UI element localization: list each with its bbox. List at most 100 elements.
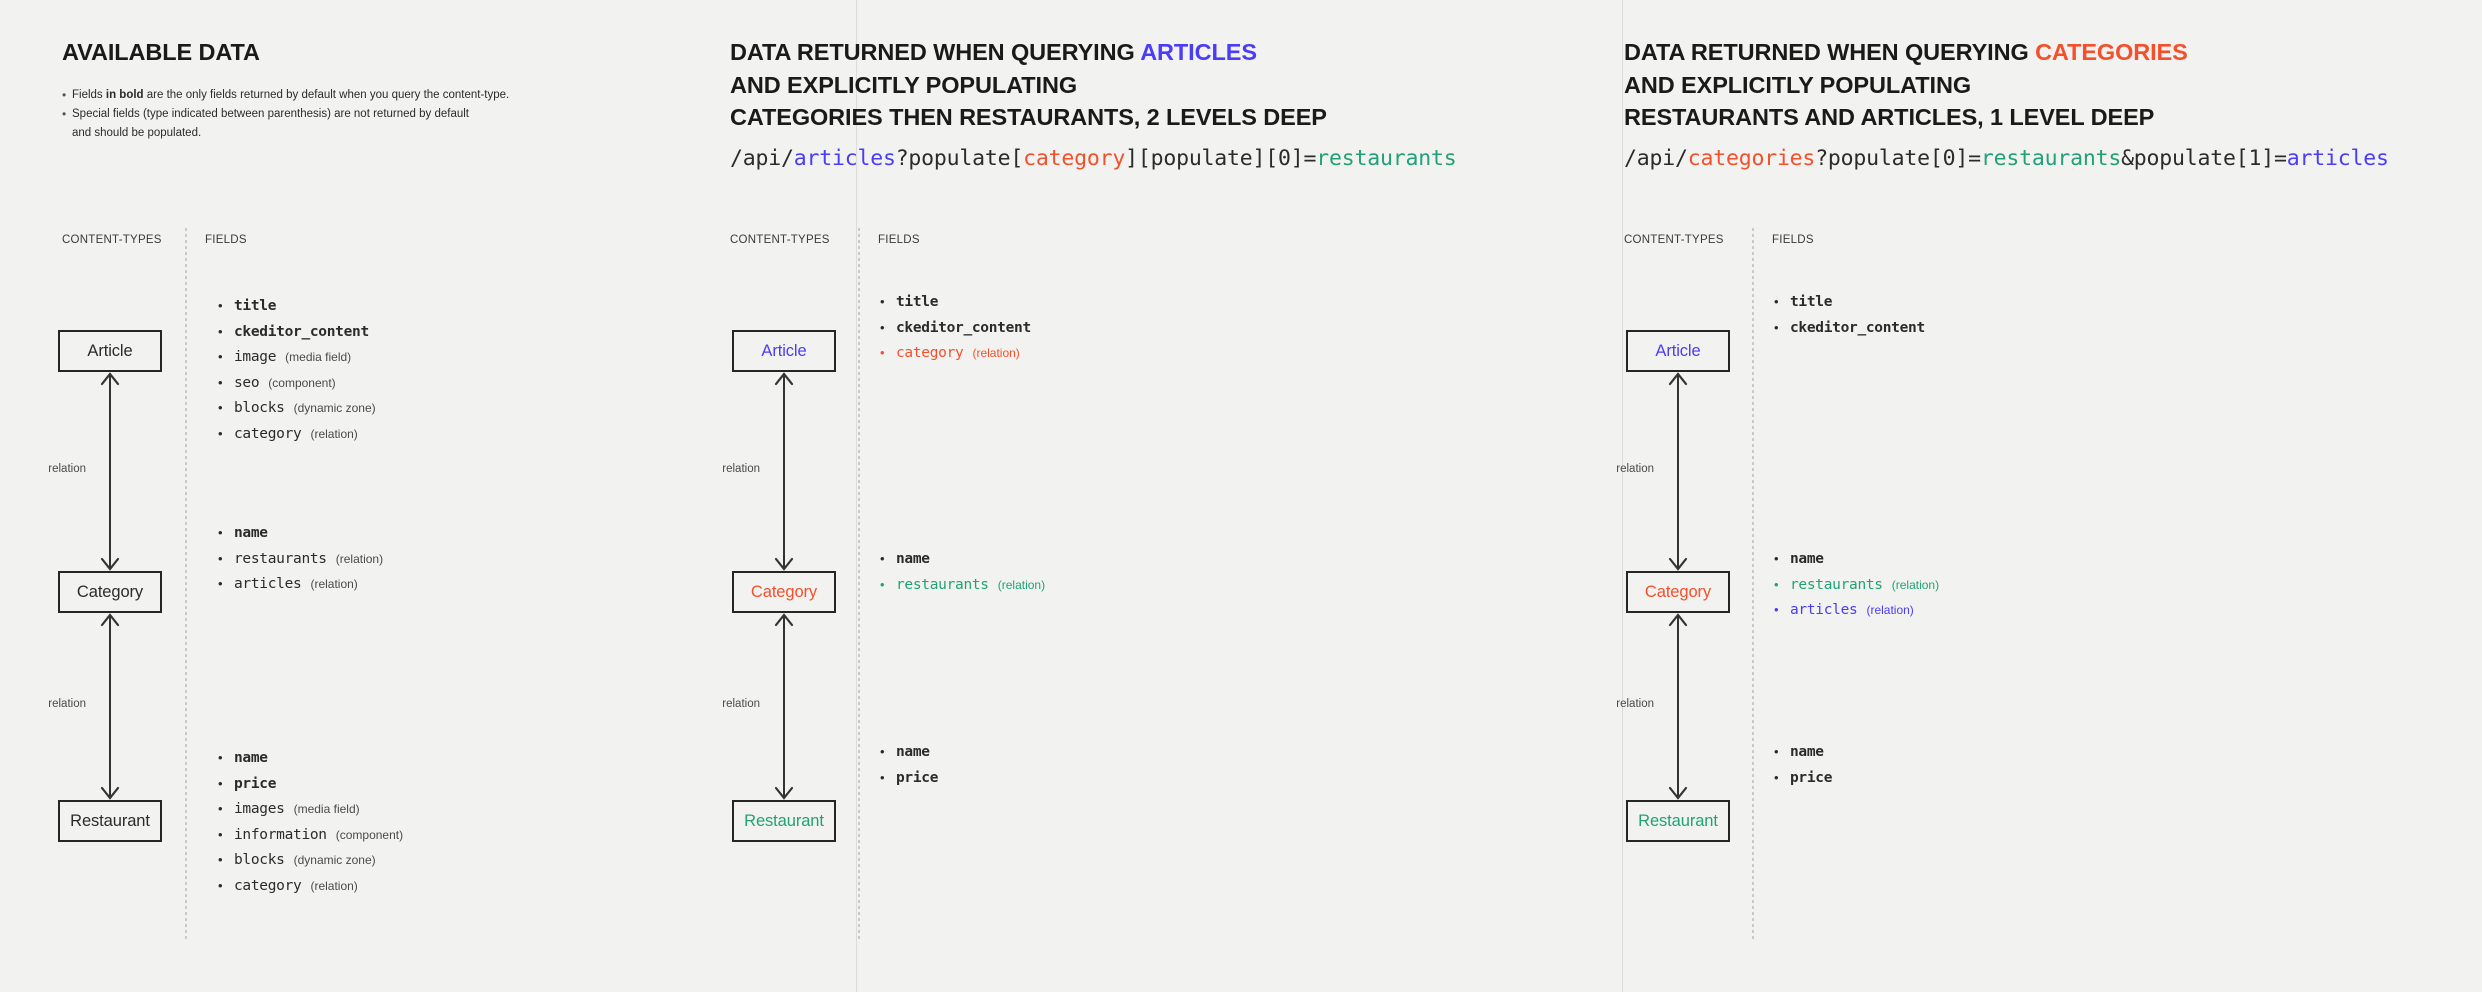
- field-name: restaurants: [234, 550, 327, 567]
- url-segment: ?populate[0]=: [1815, 146, 1981, 171]
- field-row: •articles(relation): [1774, 597, 1939, 623]
- column-label-fields: FIELDS: [205, 234, 247, 246]
- relation-connector: relation: [1616, 372, 1698, 571]
- relation-label: relation: [1616, 697, 1654, 710]
- heading-segment: AND EXPLICITLY POPULATING: [1624, 71, 1971, 98]
- field-type: (media field): [285, 350, 352, 364]
- bullet-icon: •: [218, 877, 223, 893]
- heading-segment: AVAILABLE DATA: [62, 39, 260, 65]
- url-segment: restaurants: [1980, 146, 2122, 171]
- field-type: (dynamic zone): [293, 853, 376, 867]
- heading-segment: AND EXPLICITLY POPULATING: [730, 71, 1077, 98]
- bullet-icon: •: [218, 801, 223, 816]
- field-row: •blocks(dynamic zone): [218, 395, 376, 421]
- field-type: (relation): [310, 577, 358, 591]
- field-name: articles: [1790, 602, 1858, 618]
- field-row: • ckeditor_content: [1774, 315, 1925, 341]
- field-type: (relation): [310, 878, 358, 893]
- field-name: title: [1790, 294, 1833, 310]
- content-type-box-article[interactable]: Article: [1626, 330, 1730, 372]
- bullet-icon: •: [1774, 576, 1779, 592]
- relation-label: relation: [48, 697, 86, 710]
- bullet-icon: •: [218, 400, 223, 415]
- bullet-icon: •: [1774, 294, 1779, 309]
- bullet-icon: •: [218, 750, 223, 765]
- content-type-box-category[interactable]: Category: [1626, 571, 1730, 613]
- relation-connector: relation: [48, 613, 130, 800]
- url-segment: categories: [1687, 146, 1816, 171]
- field-name: name: [1790, 551, 1824, 567]
- field-row: •price: [218, 771, 403, 797]
- field-name: name: [896, 551, 930, 567]
- field-list-article: • title • ckeditor_content: [1774, 289, 1925, 340]
- field-type: (component): [335, 827, 404, 842]
- field-name: image: [234, 349, 277, 365]
- bullet-icon: •: [880, 294, 885, 309]
- field-row: •restaurants(relation): [218, 546, 383, 572]
- heading-segment: DATA RETURNED WHEN QUERYING: [730, 39, 1141, 65]
- field-row: •name: [880, 739, 938, 765]
- field-name: ckeditor_content: [234, 323, 369, 340]
- bullet-icon: •: [218, 525, 223, 540]
- bullet-icon: •: [1774, 551, 1779, 566]
- content-type-box-restaurant[interactable]: Restaurant: [58, 800, 162, 842]
- field-name: restaurants: [1790, 576, 1883, 593]
- field-name: ckeditor_content: [1790, 319, 1925, 336]
- field-type: (relation): [997, 577, 1046, 592]
- bullet-icon: •: [218, 775, 223, 791]
- column-dotted-divider: [1752, 228, 1754, 940]
- bullet-icon: •: [218, 576, 223, 591]
- field-type: (media field): [293, 802, 360, 816]
- bullet-icon: •: [218, 349, 223, 364]
- field-row: • ckeditor_content: [880, 315, 1031, 341]
- bullet-icon: •: [1774, 744, 1779, 759]
- field-name: ckeditor_content: [896, 319, 1031, 336]
- field-name: name: [234, 525, 268, 541]
- field-row: •restaurants(relation): [880, 572, 1045, 598]
- bullet-icon: •: [880, 319, 885, 335]
- panel-divider-2: [1622, 0, 1623, 992]
- bullet-icon: •: [218, 323, 223, 339]
- field-row: • name: [1774, 546, 1939, 572]
- field-name: category: [896, 345, 964, 361]
- field-list-article: •title•ckeditor_content•category(relatio…: [880, 289, 1031, 366]
- field-name: price: [896, 769, 939, 786]
- content-type-box-article[interactable]: Article: [732, 330, 836, 372]
- url-segment: ][populate][0]=: [1125, 146, 1317, 171]
- heading-line: DATA RETURNED WHEN QUERYING CATEGORIES: [1624, 36, 2188, 69]
- content-type-box-category[interactable]: Category: [732, 571, 836, 613]
- content-type-box-restaurant[interactable]: Restaurant: [1626, 800, 1730, 842]
- content-type-box-article[interactable]: Article: [58, 330, 162, 372]
- field-name: images: [234, 801, 285, 817]
- field-row: •title: [880, 289, 1031, 315]
- field-name: blocks: [234, 852, 285, 868]
- field-row: •name: [1774, 739, 1832, 765]
- field-row: • name: [218, 520, 383, 546]
- field-name: category: [234, 877, 302, 894]
- bullet-icon: •: [218, 826, 223, 842]
- url-segment: &populate[1]=: [2121, 146, 2287, 171]
- field-name: information: [234, 826, 327, 843]
- field-list-restaurant: •name•price: [1774, 739, 1832, 790]
- bullet-icon: •: [218, 852, 223, 867]
- bullet-icon: •: [880, 576, 885, 592]
- field-type: (relation): [335, 551, 384, 566]
- field-row: • blocks (dynamic zone): [218, 847, 403, 873]
- heading-segment: DATA RETURNED WHEN QUERYING: [1624, 39, 2036, 65]
- field-type: (relation): [972, 346, 1020, 360]
- heading-line: CATEGORIES THEN RESTAURANTS, 2 LEVELS DE…: [730, 101, 1327, 134]
- heading-line: DATA RETURNED WHEN QUERYING ARTICLES: [730, 36, 1327, 69]
- field-row: • information (component): [218, 822, 403, 848]
- content-type-box-restaurant[interactable]: Restaurant: [732, 800, 836, 842]
- relation-connector: relation: [722, 613, 804, 800]
- field-row: •seo(component): [218, 370, 376, 396]
- bullet-icon: •: [880, 744, 885, 759]
- field-name: title: [234, 298, 277, 314]
- content-type-box-category[interactable]: Category: [58, 571, 162, 613]
- relation-connector: relation: [722, 372, 804, 571]
- note-item: •Special fields (type indicated between …: [62, 106, 662, 123]
- field-list-restaurant: •name•price•images(media field)•informat…: [218, 745, 403, 898]
- bullet-icon: •: [1774, 319, 1779, 335]
- column-dotted-divider: [185, 228, 187, 940]
- bullet-icon: •: [880, 345, 885, 360]
